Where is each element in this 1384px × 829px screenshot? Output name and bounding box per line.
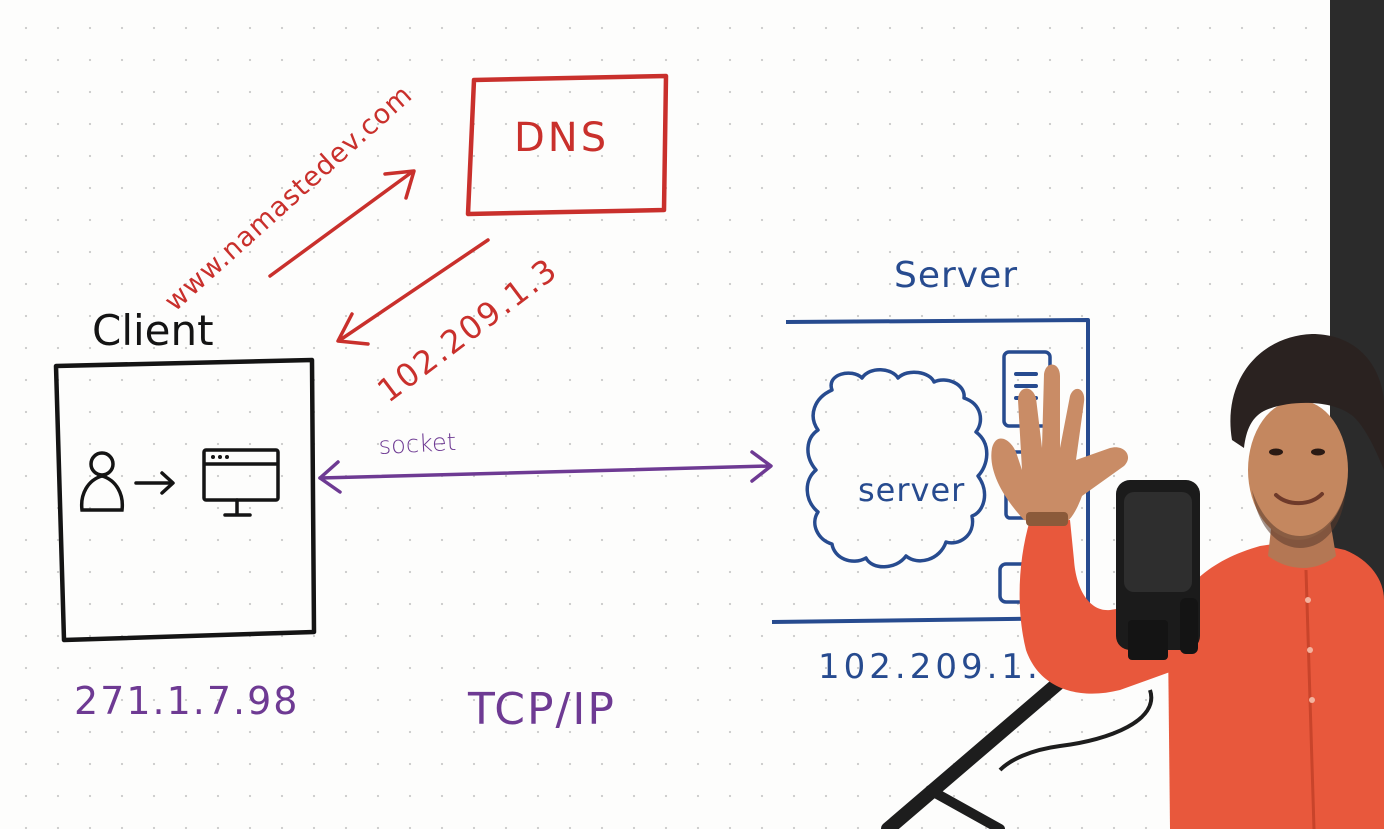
dns-response-arrow — [338, 238, 490, 342]
user-to-browser-arrow — [134, 471, 175, 495]
server-title-label: Server — [894, 255, 1019, 296]
protocol-label: TCP/IP — [468, 684, 616, 735]
client-label: Client — [92, 306, 214, 355]
client-ip-label: 271.1.7.98 — [74, 679, 300, 723]
presenter-image — [881, 334, 1384, 829]
server-cloud — [805, 368, 989, 569]
dns-response-arrowhead — [336, 312, 370, 346]
server-ip-label: 102.209.1. — [818, 647, 1042, 687]
server-inner-label: server — [858, 471, 966, 509]
dns-request-arrow — [268, 170, 414, 278]
socket-label: socket — [377, 427, 457, 460]
socket-connection-arrow — [318, 450, 773, 494]
user-icon — [79, 451, 125, 512]
dns-request-arrowhead — [383, 169, 416, 200]
dns-box — [465, 73, 669, 217]
dns-label: DNS — [514, 115, 610, 161]
client-box — [53, 357, 317, 643]
browser-icon — [202, 448, 280, 517]
